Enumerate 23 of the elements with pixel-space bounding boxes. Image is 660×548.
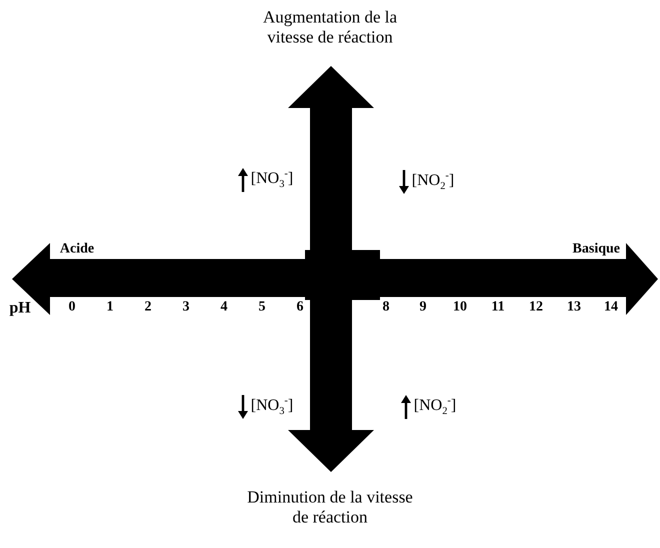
tick-label: 10: [453, 300, 467, 316]
tick-label: 14: [604, 300, 618, 316]
tick-label: 13: [567, 300, 581, 316]
tick-label: 6: [296, 300, 304, 316]
axis-label: Basique: [572, 242, 620, 258]
tick-label: 9: [420, 300, 426, 316]
concentration-label: [NO$_{3}$$^{-}$]: [250, 168, 294, 192]
axis-title: Augmentation de la vitesse de réaction: [262, 8, 398, 48]
concentration-label: [NO$_{3}$$^{-}$]: [250, 396, 294, 418]
tick-label: 2: [144, 300, 152, 316]
tick-label: 1: [106, 300, 114, 316]
concentration-label: [NO$_{2}$$^{-}$]: [412, 170, 454, 194]
tick-label: 8: [382, 300, 390, 316]
tick-label: 5: [258, 300, 266, 316]
axis-label: pH: [9, 298, 31, 318]
tick-label: 4: [220, 300, 228, 316]
axis-title: Diminution de la vitesse de réaction: [246, 488, 414, 528]
tick-label: 3: [182, 300, 190, 316]
tick-label: 12: [529, 300, 543, 316]
concentration-label: [NO$_{2}$$^{-}$]: [414, 396, 456, 418]
axis-label: Acide: [60, 242, 94, 258]
tick-label: 0: [68, 300, 76, 316]
tick-label: 11: [491, 300, 505, 316]
